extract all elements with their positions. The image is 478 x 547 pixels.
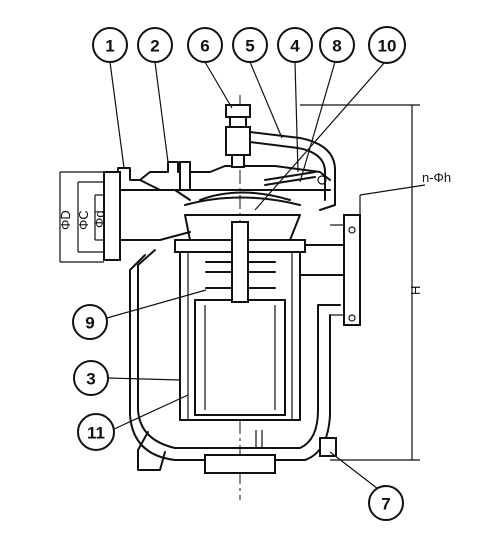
dim-holes: n-Φh — [422, 170, 451, 185]
dim-outer-diameter: ΦD — [58, 210, 73, 230]
callout-6: 6 — [187, 27, 223, 63]
callout-9: 9 — [72, 304, 108, 340]
dim-bolt-circle: ΦC — [76, 210, 91, 230]
callout-6-label: 6 — [200, 37, 209, 56]
callout-4-label: 4 — [290, 37, 300, 56]
dim-inner-diameter: Φd — [92, 210, 107, 228]
vent-plug — [225, 104, 251, 168]
bottom-parts — [137, 430, 337, 474]
outlet-flange — [299, 214, 361, 326]
callout-4: 4 — [277, 27, 313, 63]
callout-9-label: 9 — [85, 314, 94, 333]
callout-11-label: 11 — [87, 424, 105, 443]
callout-5: 5 — [232, 27, 268, 63]
body-shell — [129, 249, 341, 461]
callout-10: 10 — [368, 26, 406, 64]
screen-element — [194, 299, 286, 416]
lifting-bracket — [249, 131, 336, 211]
dim-height: H — [408, 286, 423, 295]
callout-11: 11 — [77, 413, 115, 451]
callout-3-label: 3 — [86, 370, 95, 389]
center-rod — [231, 221, 249, 303]
callout-3: 3 — [73, 360, 109, 396]
inlet-flange — [59, 171, 191, 263]
callout-2: 2 — [137, 27, 173, 63]
callout-8: 8 — [319, 27, 355, 63]
callout-10-label: 10 — [378, 37, 397, 56]
callout-5-label: 5 — [245, 37, 254, 56]
callout-2-label: 2 — [150, 37, 159, 56]
callout-8-label: 8 — [332, 37, 341, 56]
strainer-basket — [174, 214, 306, 421]
callout-7: 7 — [368, 485, 404, 521]
callout-1: 1 — [92, 27, 128, 63]
leader-lines — [106, 61, 426, 493]
height-dimension — [300, 104, 420, 461]
callout-7-label: 7 — [381, 495, 390, 514]
cover-bolt — [179, 161, 191, 191]
callout-1-label: 1 — [105, 37, 114, 56]
